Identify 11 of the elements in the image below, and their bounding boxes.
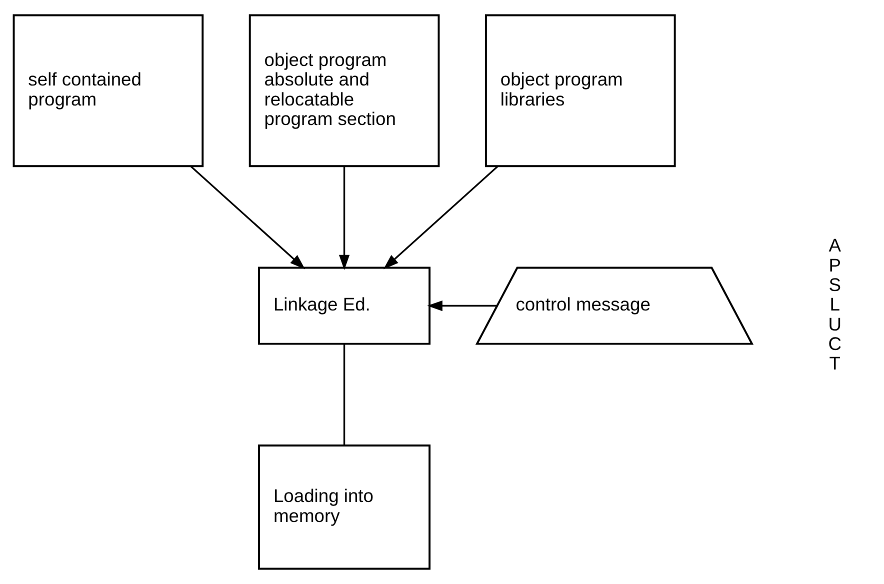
node-box: object program absolute and relocatable program section (248, 14, 440, 168)
label: A P S L U C T (828, 234, 842, 374)
node-box: object program libraries (484, 14, 676, 168)
node-box: self contained program (12, 14, 204, 168)
node-box: Loading into memory (258, 444, 431, 570)
arrow (338, 166, 350, 270)
arrow (190, 166, 306, 270)
node-box: Linkage Ed. (258, 266, 431, 345)
arrow (383, 166, 498, 270)
arrow (427, 300, 497, 312)
connector (343, 344, 346, 446)
